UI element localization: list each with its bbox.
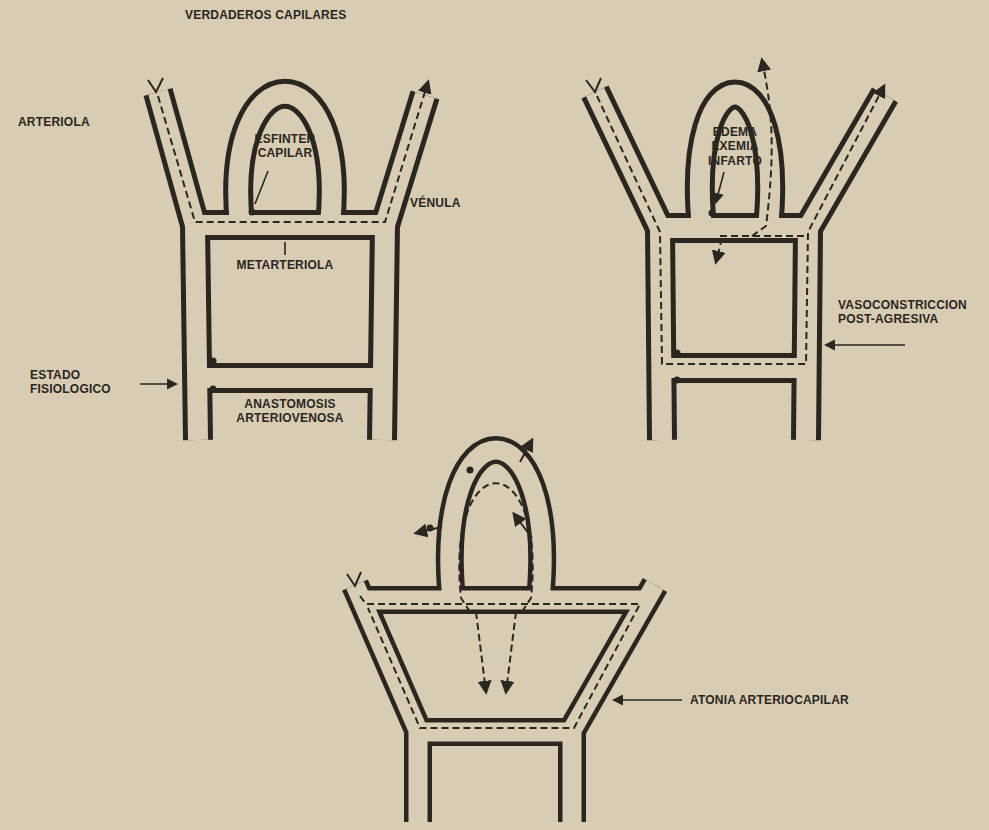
- condition-label: EDEMA EXEMIA INFARTO: [704, 125, 766, 168]
- vessel-label: ANASTOMOSIS ARTERIOVENOSA: [215, 397, 365, 426]
- vessel-label: VÉNULA: [410, 196, 461, 210]
- state-label: VASOCONSTRICCION POST-AGRESIVA: [838, 298, 978, 327]
- vessel-label: ARTERIOLA: [18, 115, 90, 129]
- state-label: ATONIA ARTERIOCAPILAR: [690, 693, 849, 707]
- state-label: ESTADO FISIOLOGICO: [30, 368, 135, 397]
- panel-title: VERDADEROS CAPILARES: [185, 8, 346, 22]
- part-label: ESFINTER CAPILAR: [248, 132, 322, 161]
- vessel-label: METARTERIOLA: [228, 258, 342, 272]
